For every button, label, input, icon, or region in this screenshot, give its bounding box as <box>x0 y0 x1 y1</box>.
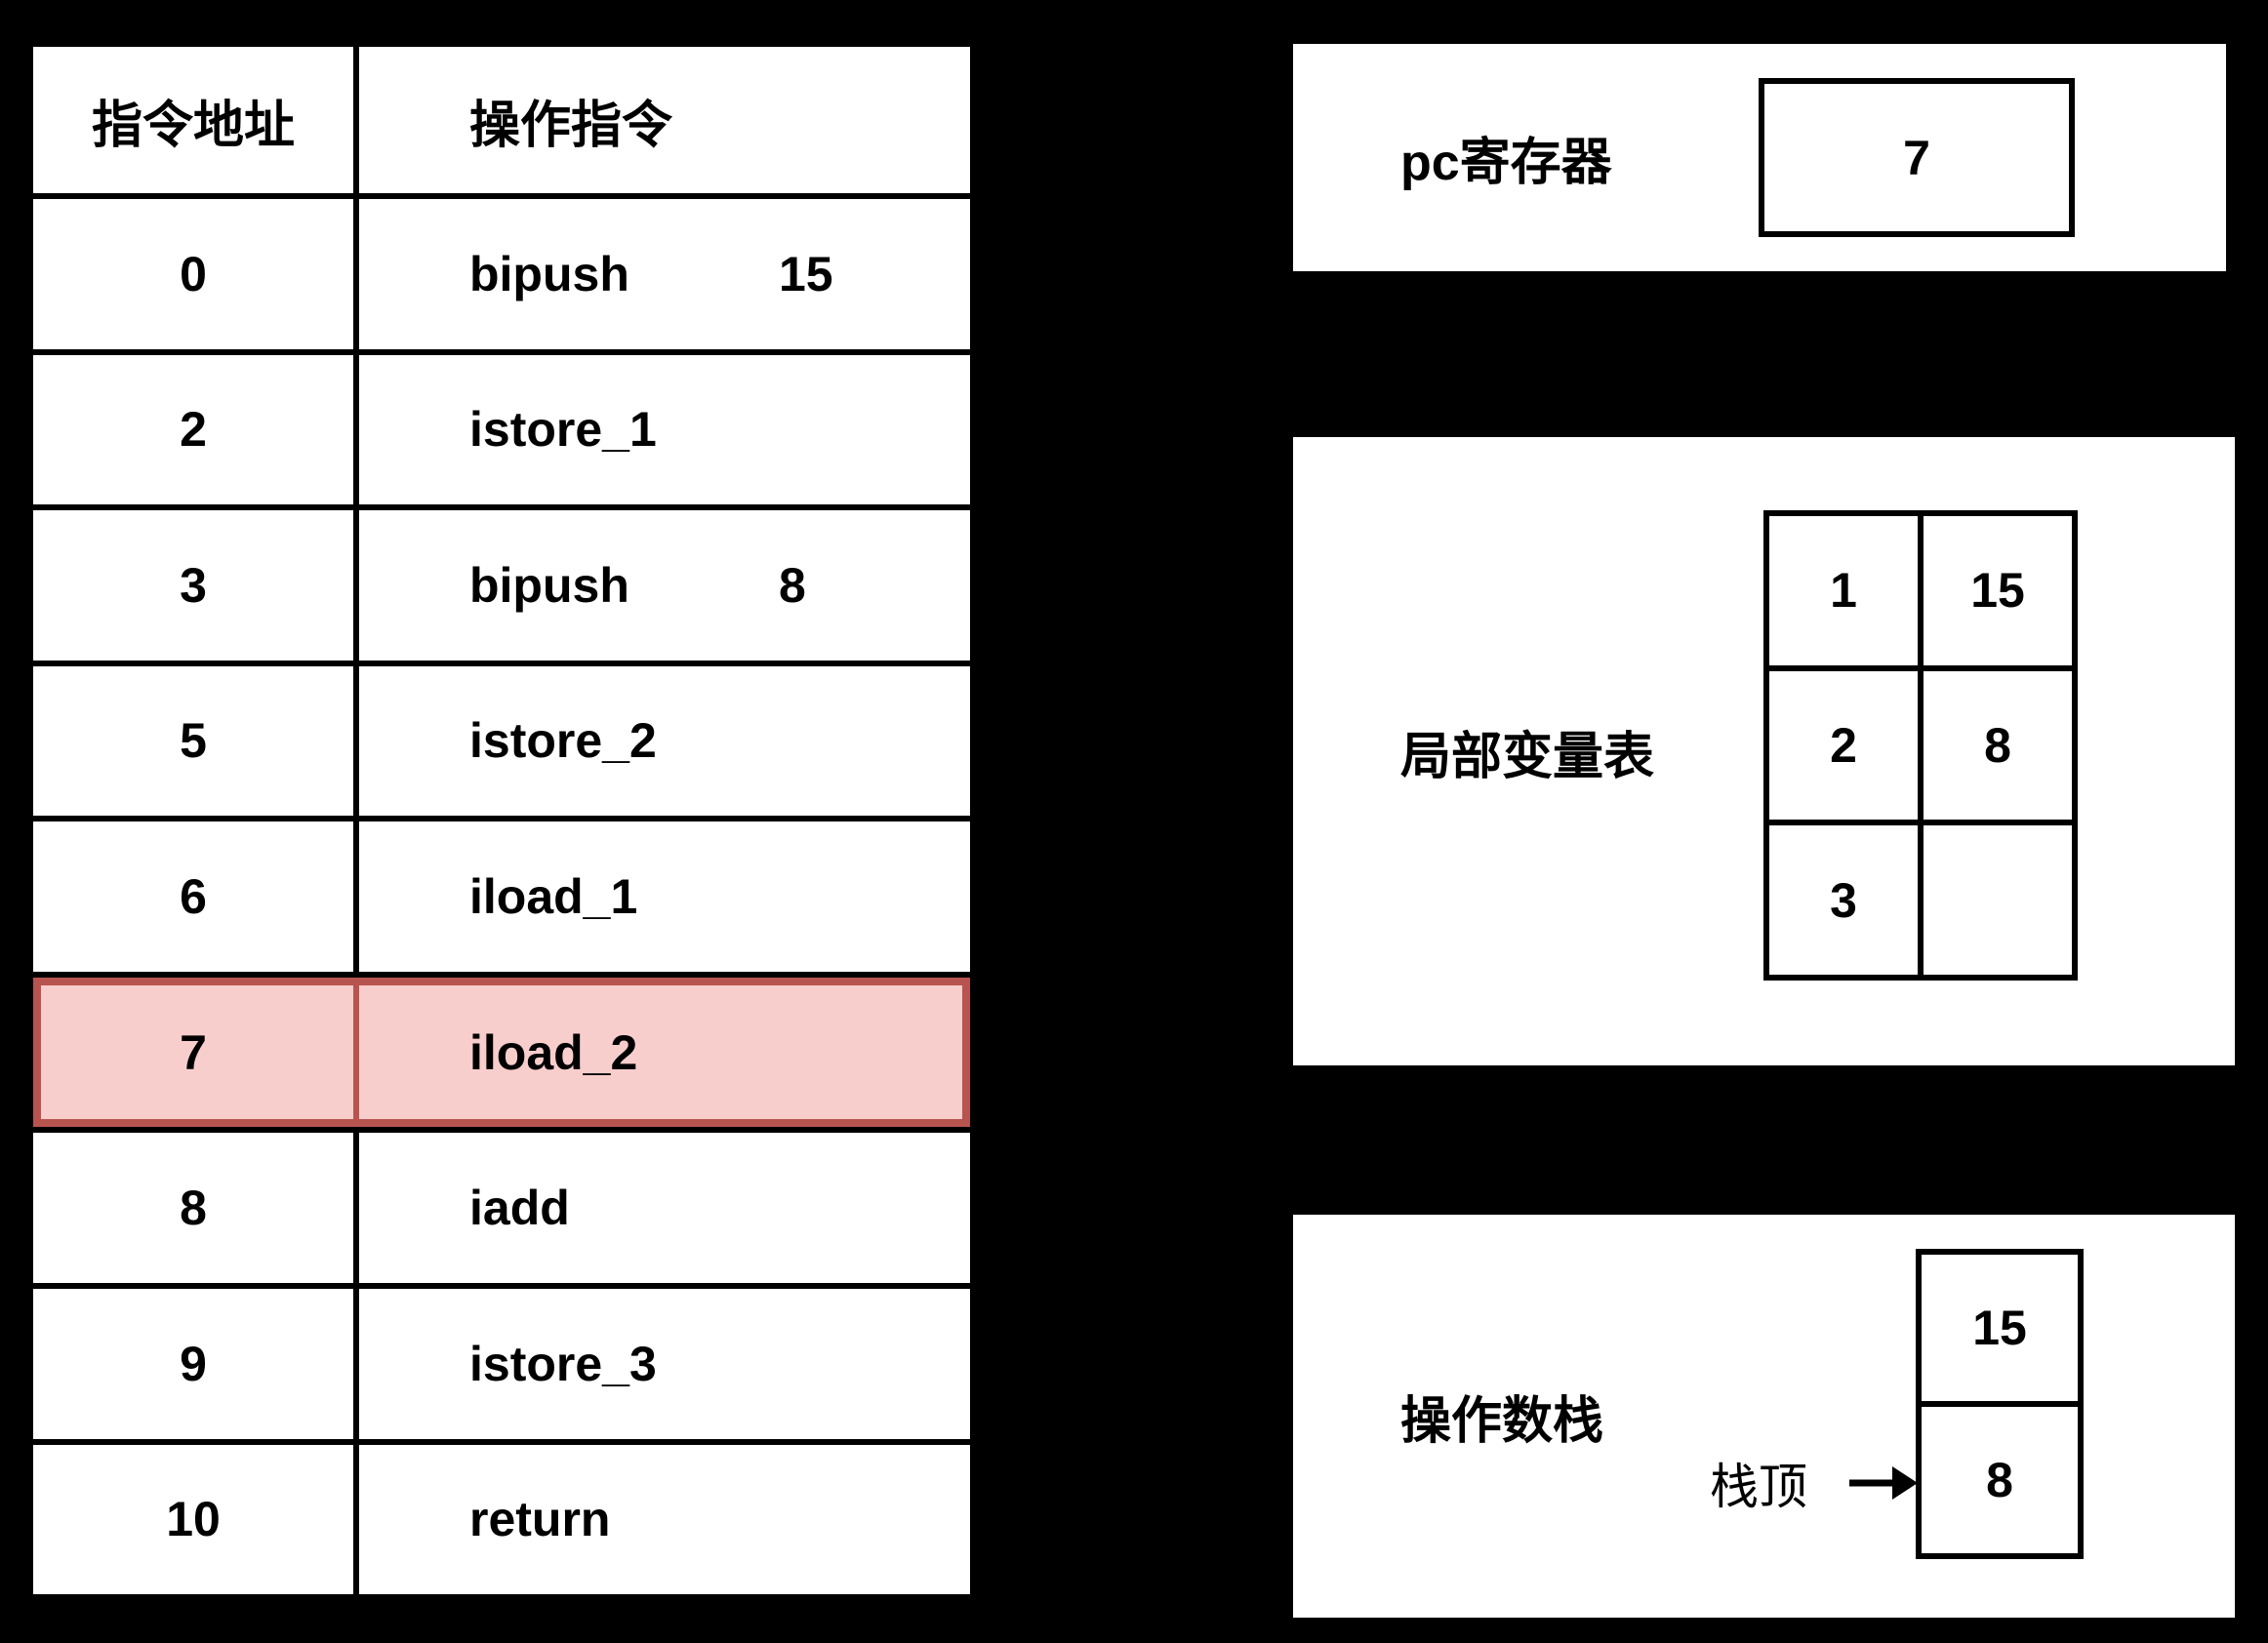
instruction-opcode: bipush <box>469 557 629 613</box>
operand-stack-cell-top: 8 <box>1986 1453 2013 1507</box>
instruction-address-cell: 7 <box>33 977 359 1128</box>
local-variable-table-label: 局部变量表 <box>1400 728 1655 785</box>
instruction-op-cell: iadd <box>359 1133 970 1283</box>
instruction-operand: 15 <box>779 246 833 301</box>
instruction-address-cell: 6 <box>33 822 359 972</box>
instruction-op-cell: iload_2 <box>359 978 970 1128</box>
local-variable-row: 3 <box>1769 825 2072 976</box>
instruction-op-cell: bipush 8 <box>359 510 970 661</box>
local-variable-value: 8 <box>1984 718 2011 773</box>
instruction-opcode: bipush <box>469 246 629 301</box>
local-variable-row: 1 15 <box>1769 516 2072 671</box>
pc-register-label: pc寄存器 <box>1400 135 1612 191</box>
pc-register-value-box: 7 <box>1759 78 2075 237</box>
local-variable-value <box>1924 825 2072 975</box>
pc-register-panel: pc寄存器 7 <box>1293 44 2226 271</box>
local-variable-value: 15 <box>1970 563 2025 619</box>
instruction-row: 2 istore_1 <box>33 354 970 511</box>
instruction-address-cell: 3 <box>33 510 359 661</box>
instruction-row: 6 iload_1 <box>33 822 970 978</box>
instruction-row: 0 bipush 15 <box>33 199 970 355</box>
instruction-address-cell: 9 <box>33 1288 359 1439</box>
instruction-row-highlighted-current: 7 iload_2 <box>33 977 970 1134</box>
instruction-row: 8 iadd <box>33 1133 970 1289</box>
instruction-address-cell: 0 <box>33 199 359 349</box>
instruction-opcode: iload_1 <box>469 869 638 925</box>
instruction-address-cell: 5 <box>33 665 359 817</box>
instruction-opcode: iadd <box>469 1181 570 1236</box>
local-variable-index: 1 <box>1769 516 1924 665</box>
local-variable-index: 2 <box>1769 670 1924 821</box>
operation-column-header: 操作指令 <box>469 97 673 154</box>
instruction-opcode: istore_2 <box>469 713 657 769</box>
instruction-row: 5 istore_2 <box>33 665 970 822</box>
operation-column-header-cell: 操作指令 <box>359 47 970 193</box>
local-variable-row: 2 8 <box>1769 670 2072 826</box>
instruction-address-cell: 2 <box>33 354 359 505</box>
instruction-row: 9 istore_3 <box>33 1288 970 1445</box>
local-variable-table: 1 15 2 8 3 <box>1763 510 2078 981</box>
stack-top-arrow-icon <box>1849 1466 1918 1500</box>
instruction-op-cell: iload_1 <box>359 822 970 972</box>
instruction-row: 3 bipush 8 <box>33 510 970 666</box>
stack-top-label: 栈顶 <box>1710 1460 1807 1514</box>
operand-stack-label: 操作数栈 <box>1400 1393 1604 1450</box>
instruction-address-cell: 8 <box>33 1133 359 1283</box>
instruction-table: 指令地址 操作指令 0 bipush 15 2 istore_1 3 bipus… <box>27 41 976 1600</box>
instruction-operand: 8 <box>779 557 806 613</box>
instruction-op-cell: istore_2 <box>359 666 970 817</box>
local-variable-table-panel: 局部变量表 1 15 2 8 3 <box>1293 437 2235 1065</box>
instruction-op-cell: return <box>359 1445 970 1595</box>
instruction-row: 10 return <box>33 1444 970 1595</box>
instruction-op-cell: istore_3 <box>359 1289 970 1439</box>
operand-stack-panel: 操作数栈 栈顶 15 8 <box>1293 1215 2235 1618</box>
instruction-opcode: istore_1 <box>469 402 657 458</box>
instruction-op-cell: bipush 15 <box>359 199 970 349</box>
operand-stack-cell: 15 <box>1922 1255 2078 1407</box>
instruction-opcode: iload_2 <box>469 1024 638 1080</box>
operand-stack: 15 8 <box>1916 1249 2084 1559</box>
local-variable-index: 3 <box>1769 825 1924 976</box>
instruction-op-cell: istore_1 <box>359 355 970 505</box>
instruction-opcode: istore_3 <box>469 1336 657 1391</box>
address-column-header: 指令地址 <box>33 47 359 193</box>
instruction-address-cell: 10 <box>33 1444 359 1595</box>
instruction-table-header-row: 指令地址 操作指令 <box>33 47 970 199</box>
instruction-opcode: return <box>469 1492 611 1547</box>
